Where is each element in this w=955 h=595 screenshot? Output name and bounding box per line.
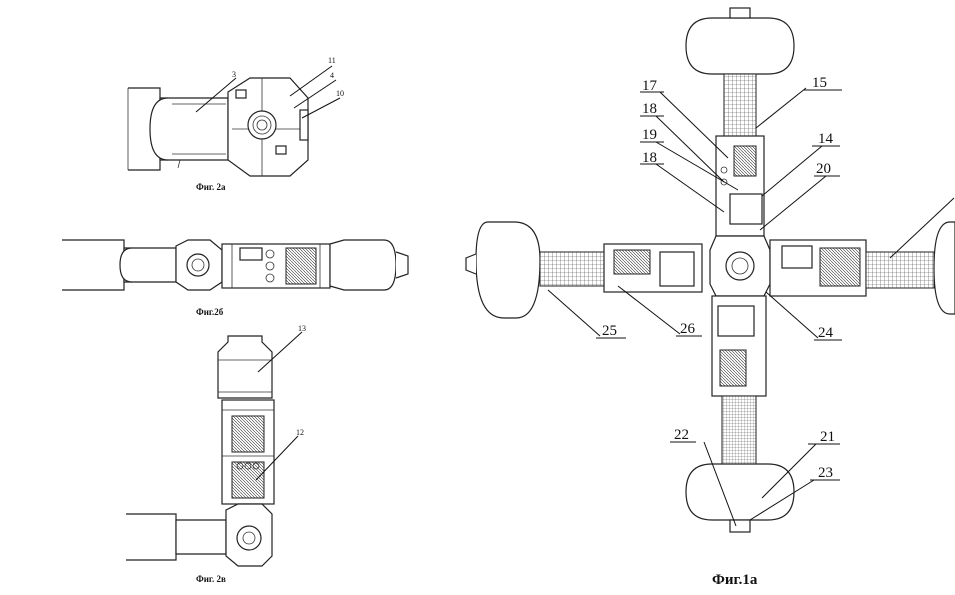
- figure-2a: 3 11 4 10 Фиг. 2а: [127, 56, 344, 192]
- figure-1a: 15 17 18 14 19 18 20 25 26 24 22 21 23 Ф…: [465, 7, 955, 588]
- label-3: 3: [232, 70, 236, 79]
- label-26: 26: [680, 321, 696, 337]
- figure-2b: Фиг.2б: [62, 239, 409, 317]
- label-18-top: 18: [642, 101, 657, 117]
- label-14: 14: [818, 131, 834, 147]
- label-15: 15: [812, 75, 827, 91]
- caption-fig2a: Фиг. 2а: [196, 182, 226, 192]
- label-20: 20: [816, 161, 831, 177]
- label-17: 17: [642, 78, 658, 94]
- top-inflatable-module: [685, 17, 795, 75]
- label-25: 25: [602, 323, 617, 339]
- label-24: 24: [818, 325, 834, 341]
- bottom-inflatable-module: [685, 463, 795, 521]
- right-truss: [865, 251, 935, 289]
- label-18-bottom: 18: [642, 150, 657, 166]
- figure-2v: 13 12 Фиг. 2в: [126, 324, 306, 584]
- label-23: 23: [818, 465, 833, 481]
- bottom-truss: [721, 395, 757, 469]
- label-11: 11: [328, 56, 336, 65]
- label-22: 22: [674, 427, 689, 443]
- label-21: 21: [820, 429, 835, 445]
- caption-fig2b: Фиг.2б: [196, 307, 224, 317]
- label-13: 13: [298, 324, 306, 333]
- caption-fig1a: Фиг.1а: [712, 572, 758, 588]
- label-10: 10: [336, 89, 344, 98]
- label-4: 4: [330, 71, 334, 80]
- top-truss: [723, 73, 757, 137]
- label-19: 19: [642, 127, 657, 143]
- left-inflatable-module: [475, 221, 541, 319]
- label-12: 12: [296, 428, 304, 437]
- caption-fig2v: Фиг. 2в: [196, 574, 226, 584]
- left-truss: [539, 251, 605, 287]
